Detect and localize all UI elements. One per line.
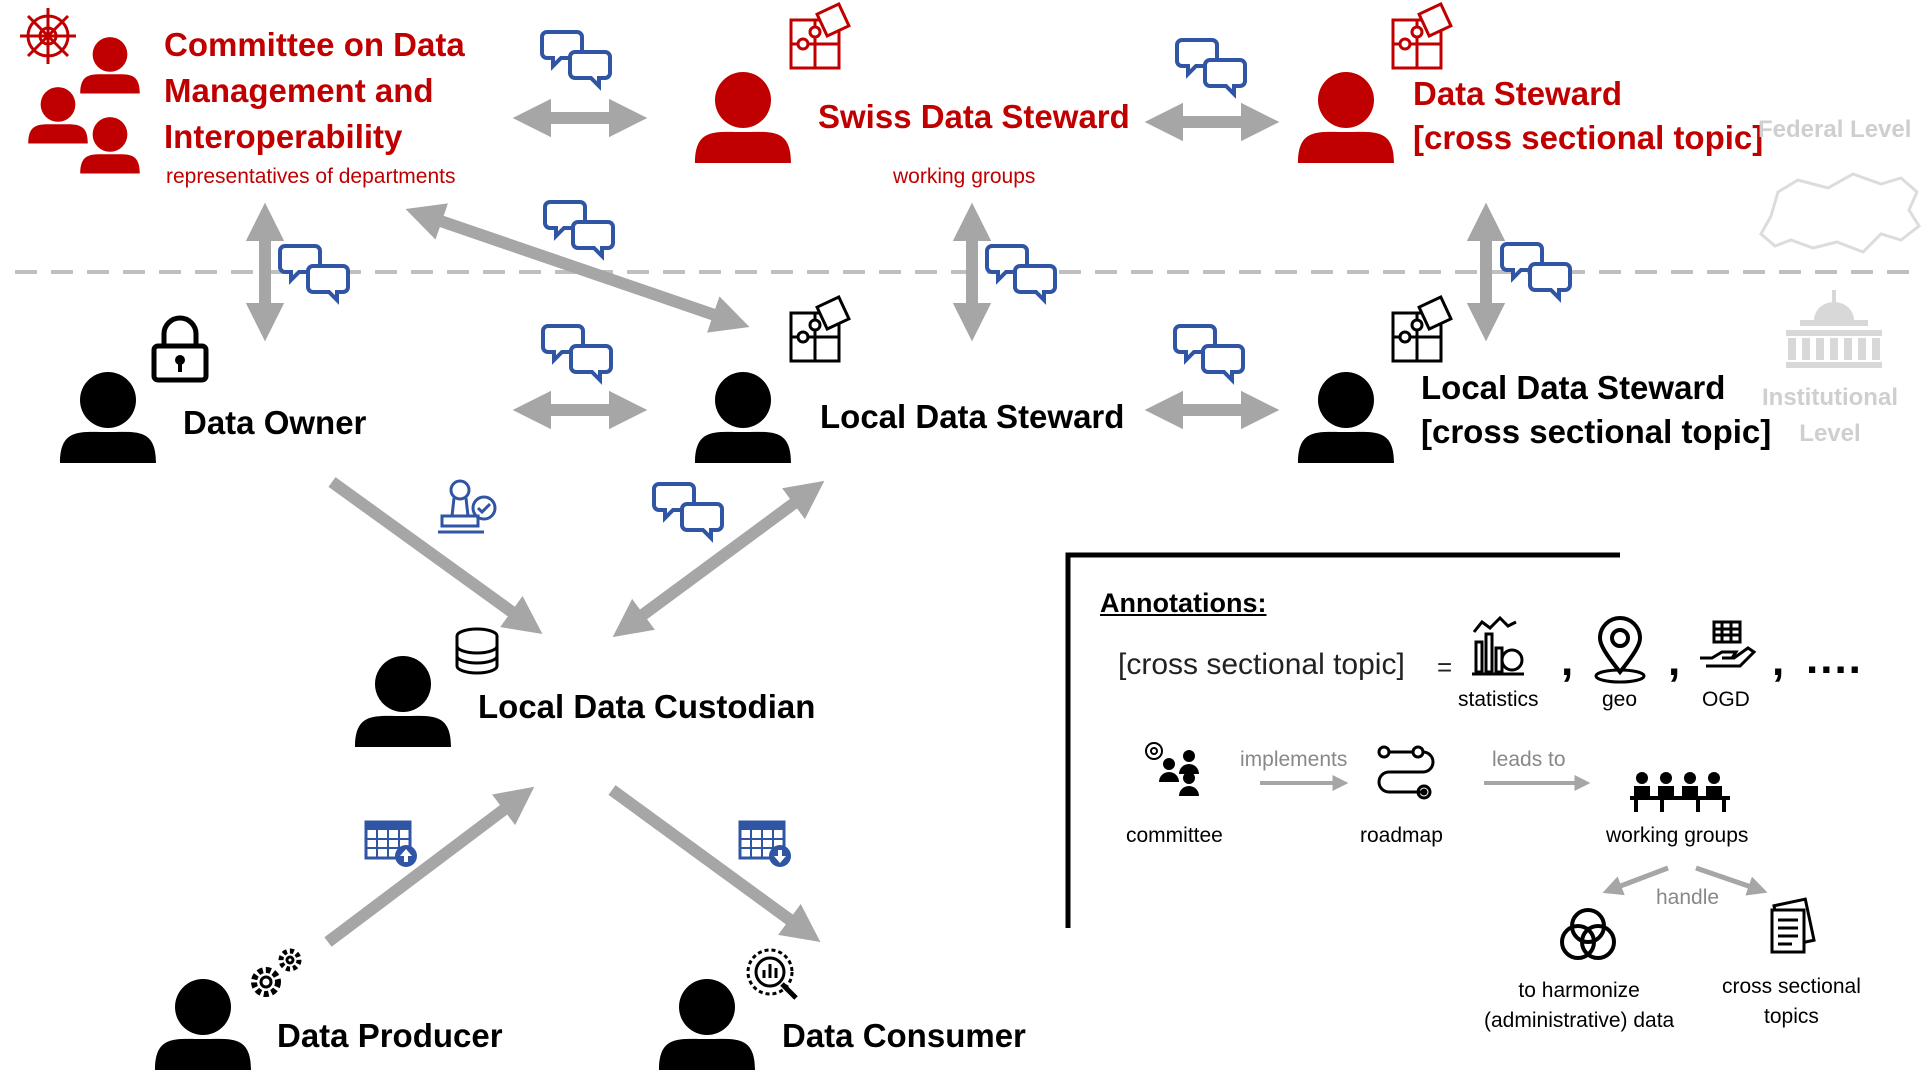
- institution-building-icon: [1786, 290, 1882, 368]
- working-groups-icon: [1630, 772, 1730, 812]
- swiss-steward-person-icon: [695, 72, 791, 163]
- geo-pin-icon: [1594, 616, 1646, 684]
- local-steward-person-icon: [695, 372, 791, 463]
- consumer-person-icon: [659, 979, 755, 1070]
- flow-cross-topics-label: cross sectional topics: [1722, 975, 1861, 1028]
- chat-icon: [543, 200, 615, 258]
- chat-icon: [652, 482, 724, 540]
- flow-handle-label: handle: [1656, 886, 1720, 909]
- flow-committee-label: committee: [1126, 824, 1223, 847]
- database-icon: [455, 627, 499, 675]
- handle-arrows: [1602, 865, 1768, 896]
- arrow-committee-local-steward: [405, 203, 750, 333]
- gears-icon: [251, 948, 302, 997]
- annotations-title: Annotations:: [1100, 588, 1267, 618]
- statistics-icon: [1472, 615, 1524, 676]
- chat-icon: [1175, 38, 1247, 96]
- committee-subtitle: representatives of departments: [166, 165, 456, 188]
- chat-icon: [1173, 324, 1245, 382]
- local-cross-steward-person-icon: [1298, 372, 1394, 463]
- chat-icon: [540, 30, 612, 88]
- committee-title: Committee on Data Management and Interop…: [164, 26, 465, 155]
- custodian-person-icon: [355, 656, 451, 747]
- table-upload-icon: [364, 820, 417, 867]
- puzzle-icon: [1391, 295, 1453, 363]
- flow-leads-to-label: leads to: [1492, 748, 1566, 771]
- venn-icon: [1560, 908, 1616, 960]
- data-owner-label: Data Owner: [183, 404, 367, 441]
- arrow-custodian-consumer: [608, 785, 821, 943]
- institutional-level-label: Institutional Level: [1762, 384, 1898, 447]
- flow-harmonize-label: to harmonize (administrative) data: [1484, 979, 1675, 1032]
- chat-icon: [985, 244, 1057, 302]
- arrow-custodian-local-steward: [612, 480, 825, 638]
- federal-cross-steward-label: Data Steward [cross sectional topic]: [1413, 75, 1764, 156]
- puzzle-icon: [789, 295, 851, 363]
- annotation-ellipsis: ....: [1806, 634, 1863, 683]
- switzerland-map-icon: [1759, 172, 1921, 254]
- swiss-steward-label: Swiss Data Steward: [818, 98, 1130, 135]
- producer-label: Data Producer: [277, 1017, 503, 1054]
- approval-stamp-icon: [438, 479, 497, 534]
- example-label-geo: geo: [1602, 688, 1638, 711]
- ogd-hand-icon: [1700, 620, 1757, 668]
- data-owner-person-icon: [60, 372, 156, 463]
- chat-icon: [1500, 242, 1572, 300]
- arrow-owner-custodian: [328, 477, 543, 634]
- producer-person-icon: [155, 979, 251, 1070]
- analytics-search-icon: [746, 948, 798, 1000]
- annotation-comma: ,: [1668, 636, 1681, 685]
- example-label-ogd: OGD: [1702, 688, 1750, 711]
- puzzle-icon: [1391, 2, 1453, 70]
- chat-icon: [541, 324, 613, 382]
- table-download-icon: [738, 820, 791, 867]
- example-label-statistics: statistics: [1458, 688, 1539, 711]
- helm-icon: [20, 8, 76, 64]
- local-cross-steward-label: Local Data Steward [cross sectional topi…: [1421, 369, 1772, 450]
- relation-arrows: [245, 98, 1506, 947]
- chat-icon: [278, 244, 350, 302]
- local-steward-label: Local Data Steward: [820, 398, 1125, 435]
- committee-small-icon: [1145, 742, 1199, 796]
- arrow-producer-custodian: [324, 786, 535, 947]
- puzzle-icon: [789, 2, 851, 70]
- documents-icon: [1770, 897, 1816, 954]
- annotation-comma: ,: [1772, 636, 1785, 685]
- custodian-label: Local Data Custodian: [478, 688, 816, 725]
- annotation-equals: =: [1437, 652, 1453, 682]
- flow-working-groups-label: working groups: [1606, 824, 1749, 847]
- federal-cross-steward-person-icon: [1298, 72, 1394, 163]
- roadmap-icon: [1377, 745, 1435, 800]
- committee-person-icons: [28, 37, 140, 174]
- federal-level-label: Federal Level: [1758, 116, 1912, 143]
- lock-icon: [151, 315, 209, 383]
- annotation-box-border: [1065, 552, 1620, 928]
- annotation-comma: ,: [1561, 636, 1574, 685]
- flow-implements-label: implements: [1240, 748, 1348, 771]
- flow-roadmap-label: roadmap: [1360, 824, 1443, 847]
- consumer-label: Data Consumer: [782, 1017, 1026, 1054]
- swiss-steward-subtitle: working groups: [893, 165, 1036, 188]
- annotation-topic: [cross sectional topic]: [1118, 648, 1405, 681]
